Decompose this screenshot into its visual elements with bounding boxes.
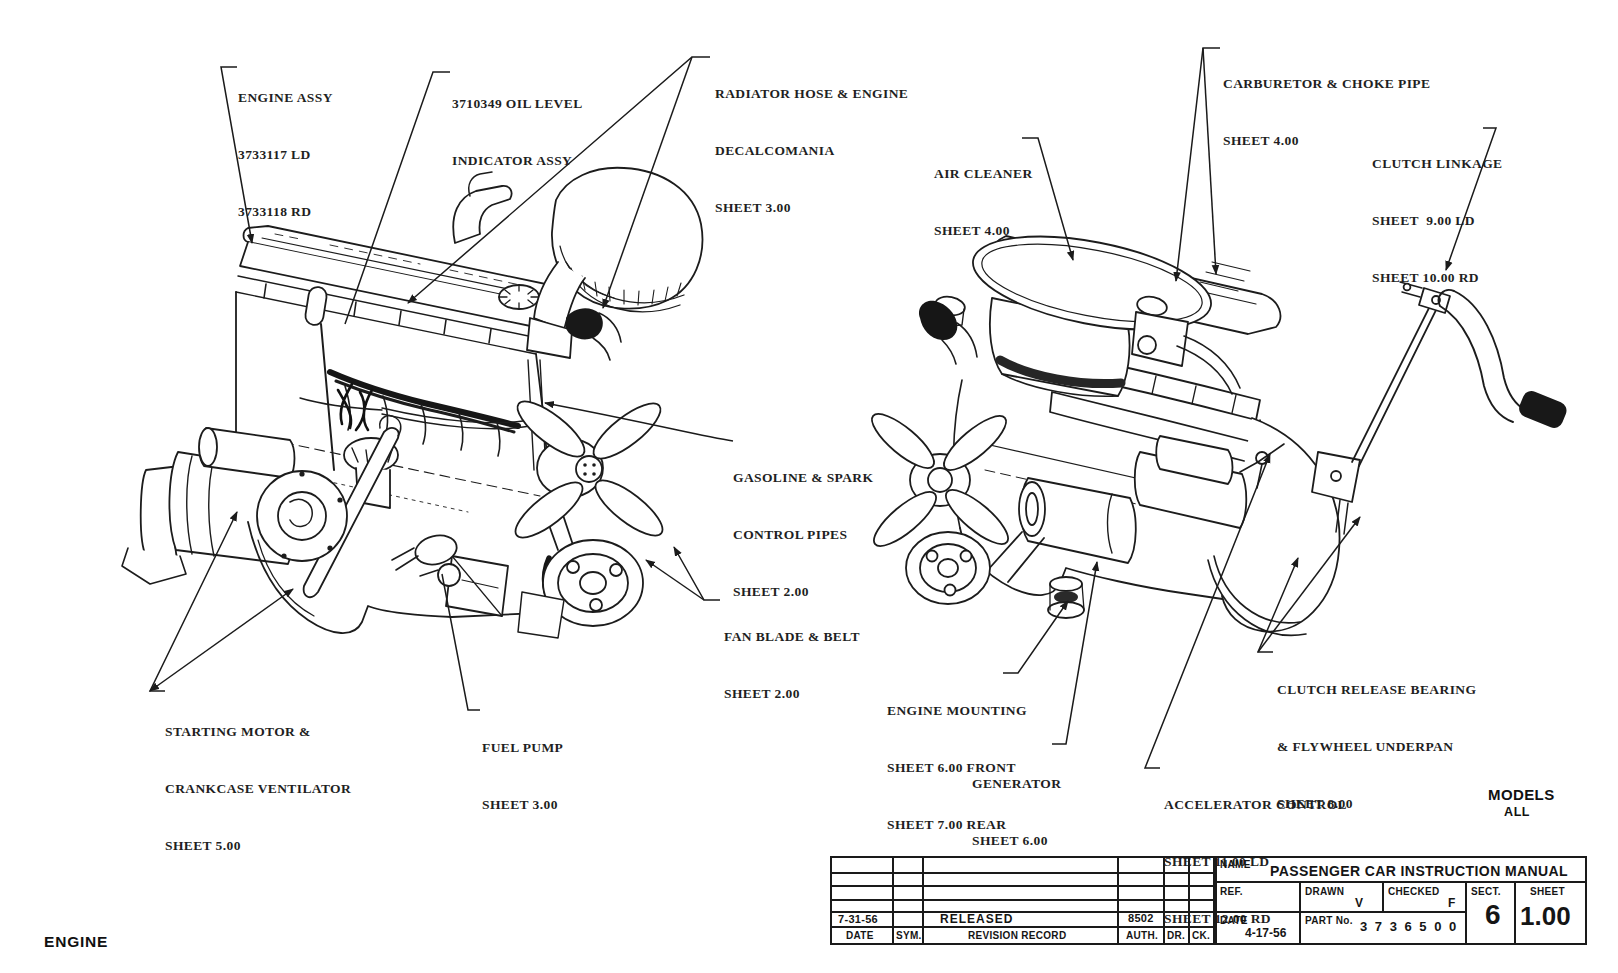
callout-line: SHEET 5.00 <box>165 836 351 855</box>
callout-clutch-linkage: CLUTCH LINKAGE SHEET 9.00 LD SHEET 10.00… <box>1372 116 1503 306</box>
name-label: NAME <box>1220 859 1251 870</box>
callout-radiator-hose: RADIATOR HOSE & ENGINE DECALCOMANIA SHEE… <box>715 46 908 236</box>
revision-record-value: RELEASED <box>940 912 1013 926</box>
part-no-value: 3 7 3 6 5 0 0 <box>1360 919 1458 934</box>
checked-value: F <box>1448 896 1455 910</box>
page-title-engine: ENGINE <box>44 933 108 951</box>
callout-line: CARBURETOR & CHOKE PIPE <box>1223 74 1430 93</box>
callout-line: CONTROL PIPES <box>733 525 873 544</box>
revision-sym-header: SYM. <box>896 930 922 941</box>
callout-line: CRANKCASE VENTILATOR <box>165 779 351 798</box>
models-value: ALL <box>1504 805 1530 819</box>
sheet-value: 1.00 <box>1520 901 1571 932</box>
callout-line: SHEET 4.00 <box>934 221 1033 240</box>
title-block: 7-31-56 RELEASED 8502 DATE SYM. REVISION… <box>830 856 1587 945</box>
sheet-label: SHEET <box>1530 886 1565 897</box>
callout-starting-motor: STARTING MOTOR & CRANKCASE VENTILATOR SH… <box>165 684 351 874</box>
callout-engine-assy: ENGINE ASSY 3733117 LD 3733118 RD <box>238 50 333 240</box>
callout-line: INDICATOR ASSY <box>452 151 583 170</box>
revision-auth-value: 8502 <box>1128 912 1154 924</box>
sect-label: SECT. <box>1471 886 1501 897</box>
callout-fan-blade: FAN BLADE & BELT SHEET 2.00 <box>724 589 860 722</box>
name-value: PASSENGER CAR INSTRUCTION MANUAL <box>1270 863 1568 879</box>
callout-line: SHEET 3.00 <box>715 198 908 217</box>
date-label: DATE <box>1220 915 1248 926</box>
callout-line: & FLYWHEEL UNDERPAN <box>1277 737 1476 756</box>
callout-line: SHEET 10.00 RD <box>1372 268 1503 287</box>
callout-oil-level: 3710349 OIL LEVEL INDICATOR ASSY <box>452 56 583 189</box>
callout-air-cleaner: AIR CLEANER SHEET 4.00 <box>934 126 1033 259</box>
callout-line: GASOLINE & SPARK <box>733 468 873 487</box>
checked-label: CHECKED <box>1388 886 1440 897</box>
callout-line: 3733118 RD <box>238 202 333 221</box>
date-value: 4-17-56 <box>1245 926 1286 940</box>
callout-clutch-release: CLUTCH RELEASE BEARING & FLYWHEEL UNDERP… <box>1277 642 1476 832</box>
callout-generator: GENERATOR SHEET 6.00 <box>972 736 1061 869</box>
callout-line: SHEET 8.00 <box>1277 794 1476 813</box>
callout-line: RADIATOR HOSE & ENGINE <box>715 84 908 103</box>
revision-ck-header: CK. <box>1192 930 1210 941</box>
callout-line: SHEET 6.00 <box>972 831 1061 850</box>
callout-line: GENERATOR <box>972 774 1061 793</box>
revision-auth-header: AUTH. <box>1126 930 1158 941</box>
left-engine-illustration <box>122 168 702 638</box>
callout-line: ENGINE ASSY <box>238 88 333 107</box>
callout-line: DECALCOMANIA <box>715 141 908 160</box>
callout-line: STARTING MOTOR & <box>165 722 351 741</box>
callout-line: SHEET 3.00 <box>482 795 563 814</box>
callout-line: ENGINE MOUNTING <box>887 701 1027 720</box>
callout-line: 3710349 OIL LEVEL <box>452 94 583 113</box>
drawn-label: DRAWN <box>1305 886 1344 897</box>
callout-fuel-pump: FUEL PUMP SHEET 3.00 <box>482 700 563 833</box>
callout-line: CLUTCH LINKAGE <box>1372 154 1503 173</box>
revision-dr-header: DR. <box>1167 930 1185 941</box>
callout-line: 3733117 LD <box>238 145 333 164</box>
callout-line: FUEL PUMP <box>482 738 563 757</box>
drawn-value: V <box>1355 896 1363 910</box>
models-label: MODELS <box>1488 786 1555 803</box>
revision-record-header: REVISION RECORD <box>968 930 1066 941</box>
callout-line: AIR CLEANER <box>934 164 1033 183</box>
callout-line: SHEET 9.00 LD <box>1372 211 1503 230</box>
sect-value: 6 <box>1485 899 1501 931</box>
callout-line: SHEET 2.00 <box>724 684 860 703</box>
callout-line: CLUTCH RELEASE BEARING <box>1277 680 1476 699</box>
ref-label: REF. <box>1220 886 1243 897</box>
revision-date-header: DATE <box>846 930 874 941</box>
revision-date-value: 7-31-56 <box>838 913 878 925</box>
part-no-label: PART No. <box>1305 915 1353 926</box>
callout-line: FAN BLADE & BELT <box>724 627 860 646</box>
